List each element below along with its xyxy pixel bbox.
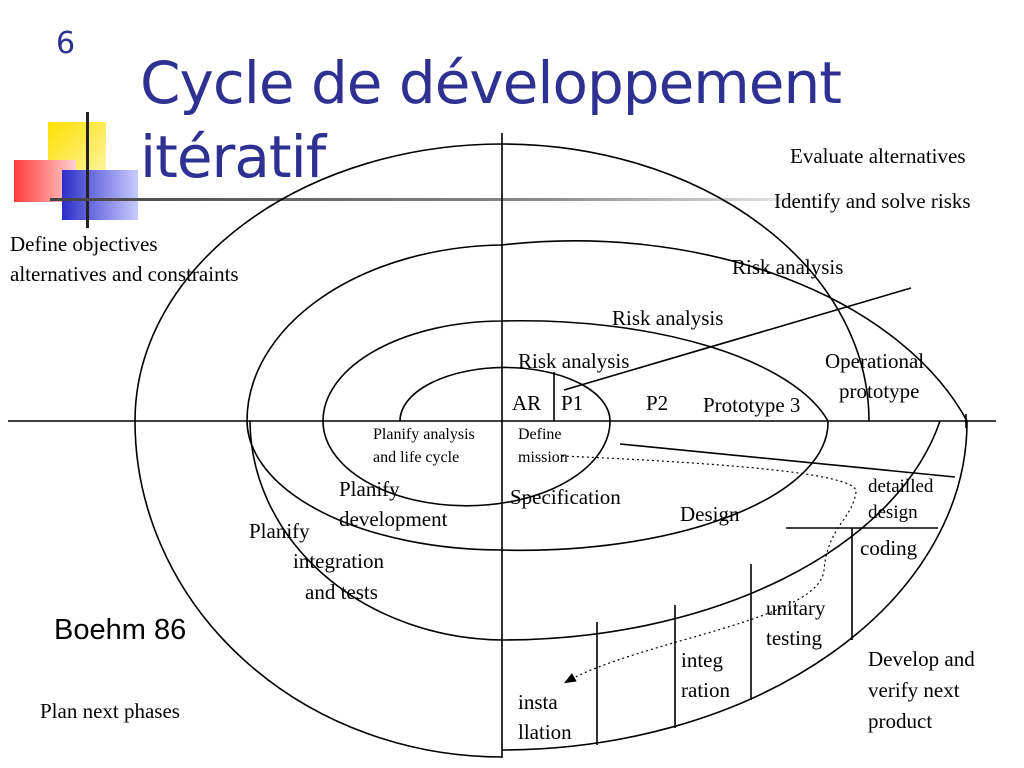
label-operational-1: Operational bbox=[825, 349, 925, 373]
label-develop-1: Develop and bbox=[868, 647, 975, 671]
spiral-loop-2 bbox=[246, 319, 829, 552]
label-develop-2: verify next bbox=[868, 678, 960, 702]
label-ar: AR bbox=[512, 391, 542, 415]
label-installation-2: llation bbox=[518, 720, 572, 744]
label-planify-integration-2: integration bbox=[293, 549, 384, 573]
decoration-blue-square bbox=[62, 170, 138, 220]
label-plan-next-phases: Plan next phases bbox=[40, 699, 180, 723]
label-coding: coding bbox=[860, 536, 918, 560]
label-define-mission-2: mission bbox=[518, 449, 568, 466]
label-planify-integration-3: and tests bbox=[305, 580, 378, 604]
label-develop-3: product bbox=[868, 709, 933, 733]
label-installation-1: insta bbox=[518, 690, 558, 714]
label-risk-analysis-middle: Risk analysis bbox=[612, 306, 724, 330]
label-define-objectives-2: alternatives and constraints bbox=[10, 262, 239, 286]
risk-line-inner bbox=[563, 287, 912, 391]
spiral-loop-4 bbox=[501, 420, 968, 751]
label-integration-1: integ bbox=[681, 648, 723, 672]
label-planify-analysis-2: and life cycle bbox=[373, 449, 460, 466]
title-line-1: Cycle de développement bbox=[140, 49, 842, 117]
decoration-vertical-line bbox=[86, 112, 89, 228]
label-risk-analysis-inner: Risk analysis bbox=[518, 349, 630, 373]
title-line-2: itératif bbox=[140, 123, 326, 191]
label-risk-analysis-outer: Risk analysis bbox=[732, 255, 844, 279]
label-p1: P1 bbox=[561, 391, 584, 415]
label-integration-2: ration bbox=[681, 678, 730, 702]
spiral-loop-1 bbox=[322, 366, 611, 507]
label-prototype-3: Prototype 3 bbox=[703, 393, 801, 417]
label-evaluate-alternatives: Evaluate alternatives bbox=[790, 144, 966, 168]
spiral-loop-6 bbox=[134, 143, 870, 422]
spiral-loop-5 bbox=[249, 420, 941, 641]
spiral-loop-3 bbox=[246, 240, 968, 422]
slide-number: 6 bbox=[56, 26, 76, 61]
label-planify-analysis-1: Planify analysis bbox=[373, 426, 475, 443]
slide-title: Cycle de développement itératif bbox=[140, 46, 842, 194]
detail-divider bbox=[619, 443, 956, 478]
label-unitary-1: unitary bbox=[766, 596, 826, 620]
label-specification: Specification bbox=[510, 485, 621, 509]
label-planify-development-1: Planify bbox=[339, 477, 400, 501]
label-define-mission-1: Define bbox=[518, 426, 562, 443]
spiral-loop-7 bbox=[134, 420, 503, 758]
label-detailled-2: design bbox=[868, 502, 918, 523]
label-planify-development-2: development bbox=[339, 507, 448, 531]
label-define-objectives-1: Define objectives bbox=[10, 232, 158, 256]
label-detailled-1: detailled bbox=[868, 476, 934, 497]
label-boehm: Boehm 86 bbox=[54, 614, 187, 646]
label-identify-risks: Identify and solve risks bbox=[774, 189, 971, 213]
label-operational-2: prototype bbox=[839, 379, 920, 403]
decoration-horizontal-line bbox=[50, 198, 860, 201]
label-p2: P2 bbox=[646, 391, 669, 415]
label-planify-integration-1: Planify bbox=[249, 519, 310, 543]
label-design: Design bbox=[680, 502, 740, 526]
label-unitary-2: testing bbox=[766, 626, 822, 650]
